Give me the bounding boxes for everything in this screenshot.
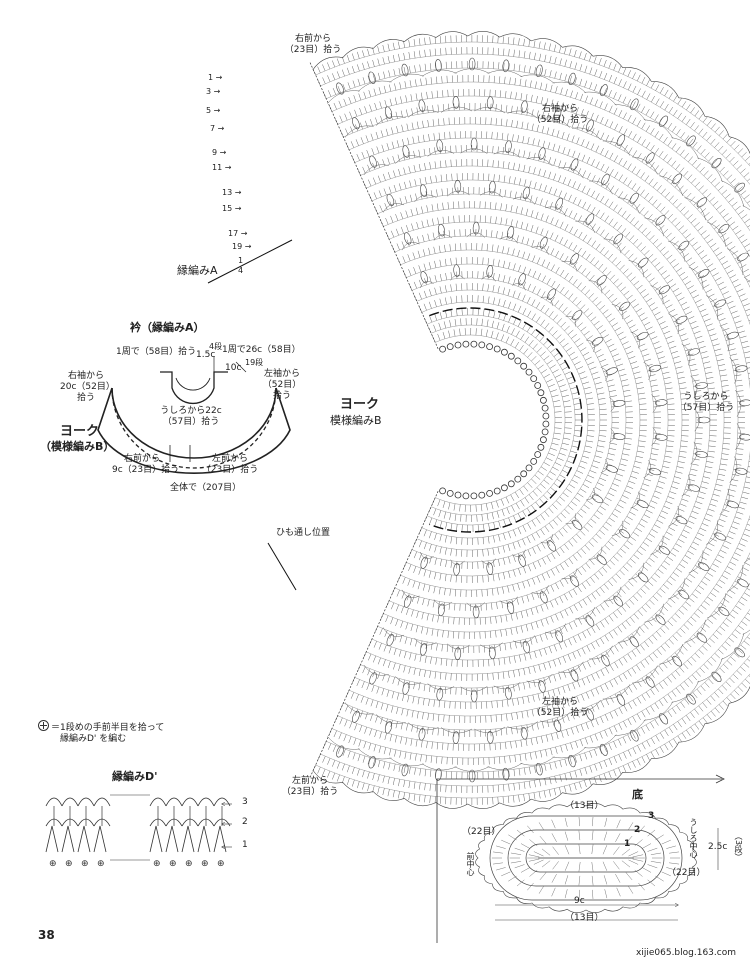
overview-back: うしろから22c（57目）拾う bbox=[160, 406, 222, 427]
base-width: 9c bbox=[574, 896, 585, 906]
svg-text:⊕: ⊕ bbox=[81, 859, 89, 869]
overview-left-front: 左前から（23目）拾う bbox=[201, 454, 259, 475]
yoke-row-19: 19 → bbox=[232, 242, 252, 251]
yoke-row-15: 15 → bbox=[222, 204, 242, 213]
collar-title: 衿（縁編みA） bbox=[130, 321, 205, 334]
cord-position-label: ひも通し位置 bbox=[276, 528, 331, 538]
base-row-2: 2 bbox=[634, 825, 641, 835]
yoke-rows: 19段 bbox=[245, 358, 264, 367]
edge-a-label: 縁編みA bbox=[177, 264, 218, 277]
base-height: 2.5c bbox=[708, 842, 728, 852]
yoke-lace-motifs bbox=[327, 57, 750, 783]
svg-text:⊕: ⊕ bbox=[49, 859, 57, 869]
yoke-row-9: 9 → bbox=[212, 148, 227, 157]
base-bottom-count: （13目） bbox=[565, 913, 604, 923]
collar-depth: 1.5c bbox=[196, 350, 216, 360]
yoke-edge-chain bbox=[207, 31, 750, 809]
collar-round-count: 1周で（58目）拾う bbox=[116, 347, 197, 357]
svg-text:⊕: ⊕ bbox=[169, 859, 177, 869]
svg-text:⊕: ⊕ bbox=[153, 859, 161, 869]
legend: ＝1段めの手前半目を拾って 縁編みD' を編む bbox=[38, 720, 164, 745]
yoke-back-label: うしろから（57目）拾う bbox=[677, 392, 735, 413]
legend-symbol-icon bbox=[38, 720, 49, 731]
page-number: 38 bbox=[38, 928, 55, 942]
overview-yoke-subtitle: （模様編みB） bbox=[40, 440, 115, 453]
base-right-count: （22目） bbox=[667, 868, 706, 878]
edge-d-title: 縁編みD' bbox=[112, 770, 158, 783]
base-top-count: （13目） bbox=[565, 801, 604, 811]
yoke-row-1: 1 → bbox=[208, 73, 223, 82]
collar-rows: 4段 bbox=[209, 342, 223, 351]
base-chart-frame bbox=[436, 774, 725, 943]
svg-text:⊕: ⊕ bbox=[217, 859, 225, 869]
yoke-right-sleeve-label: 右袖から（52目）拾う bbox=[531, 104, 589, 125]
yoke-row-3: 3 → bbox=[206, 87, 221, 96]
svg-text:⊕: ⊕ bbox=[97, 859, 105, 869]
yoke-row-7: 7 → bbox=[210, 124, 225, 133]
yoke-title: ヨーク bbox=[340, 397, 380, 412]
base-row-1: 1 bbox=[624, 839, 631, 849]
yoke-row-17: 17 → bbox=[228, 229, 248, 238]
edge-d-stitch-chart: ⊕ ⊕ ⊕ ⊕ ⊕ ⊕ ⊕ ⊕ ⊕ bbox=[45, 794, 232, 869]
site-watermark: xijie065.blog.163.com bbox=[636, 948, 736, 958]
yoke-left-front-label: 左前から（23目）拾う bbox=[281, 776, 339, 797]
base-row-3: 3 bbox=[648, 811, 655, 821]
base-back-center: うしろ中心 bbox=[689, 818, 698, 858]
yoke-row-11: 11 → bbox=[212, 163, 232, 172]
yoke-row-5: 5 → bbox=[206, 106, 221, 115]
base-left-count: （22目） bbox=[462, 827, 501, 837]
collar-round-size: 1周で26c（58目） bbox=[222, 345, 301, 355]
svg-text:⊕: ⊕ bbox=[185, 859, 193, 869]
base-title: 底 bbox=[632, 788, 643, 801]
overview-left-sleeve: 左袖から（52目）拾う bbox=[262, 369, 302, 401]
edge-row-1: 1 bbox=[238, 256, 244, 265]
edge-d-row-3: 3 bbox=[242, 797, 248, 807]
svg-text:⊕: ⊕ bbox=[201, 859, 209, 869]
yoke-right-front-label: 右前から（23目）拾う bbox=[284, 34, 342, 55]
base-height-rows: （3段） bbox=[734, 832, 743, 862]
base-front-center: 前中心 bbox=[466, 852, 475, 876]
yoke-depth: 10c bbox=[225, 363, 242, 373]
yoke-overview-schematic bbox=[97, 356, 291, 474]
edge-d-row-1: 1 bbox=[242, 840, 248, 850]
svg-text:⊕: ⊕ bbox=[65, 859, 73, 869]
overview-yoke-title: ヨーク bbox=[60, 424, 100, 439]
overview-total: 全体で（207目） bbox=[170, 483, 242, 493]
base-oval-stitches bbox=[475, 803, 719, 921]
yoke-subtitle: 模様編みB bbox=[330, 414, 382, 427]
yoke-left-sleeve-label: 左袖から（52目）拾う bbox=[531, 697, 589, 718]
yoke-row-13: 13 → bbox=[222, 188, 242, 197]
edge-row-4: 4 bbox=[238, 266, 244, 275]
edge-d-row-2: 2 bbox=[242, 817, 248, 827]
